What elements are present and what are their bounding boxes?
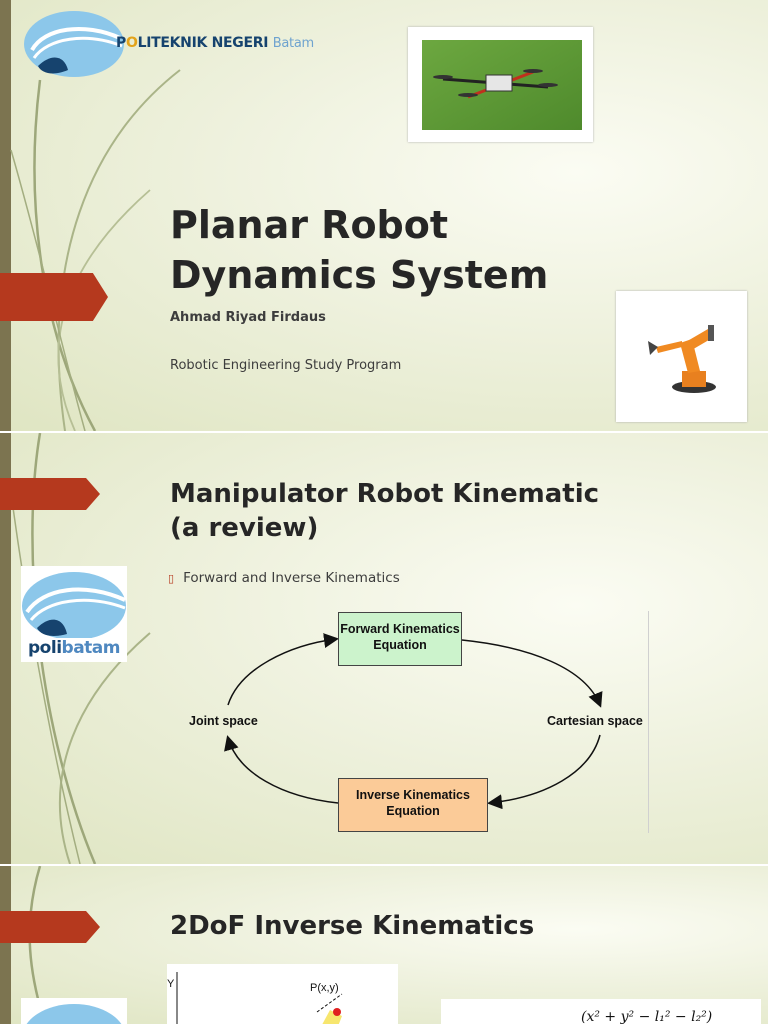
inverse-line-2: Equation <box>386 804 440 818</box>
wordmark-batam: batam <box>61 638 121 658</box>
slide-kinematic-review[interactable]: Manipulator Robot Kinematic (a review) p… <box>0 433 768 864</box>
forward-line-2: Equation <box>373 638 427 652</box>
title-line-2: (a review) <box>170 513 319 543</box>
accent-arrow <box>0 911 100 943</box>
cartesian-space-label: Cartesian space <box>547 714 643 728</box>
bullet-marker-icon: ▯ <box>168 572 175 585</box>
formula-text: (x² + y² − l₁² − l₂²) <box>581 1009 713 1024</box>
slide-left-bar <box>0 0 11 431</box>
polibatam-logo <box>21 998 127 1024</box>
inverse-kinematics-box: Inverse Kinematics Equation <box>338 778 488 832</box>
slide-left-bar <box>0 433 11 864</box>
slide-title: Manipulator Robot Kinematic (a review) <box>170 477 599 545</box>
forward-line-1: Forward Kinematics <box>340 622 460 636</box>
polibatam-wordmark: polibatam <box>21 638 127 658</box>
logo-letter-p: P <box>116 35 126 51</box>
inverse-line-1: Inverse Kinematics <box>356 788 470 802</box>
logo-letter-o: O <box>125 35 138 51</box>
bullet-text: Forward and Inverse Kinematics <box>183 570 400 586</box>
robot-arm-photo <box>616 291 747 422</box>
plot-point-label: P(x,y) <box>310 982 339 994</box>
wordmark-poli: poli <box>28 638 62 658</box>
arc-joint-to-forward <box>227 633 339 706</box>
slide-left-bar <box>0 866 11 1024</box>
study-program: Robotic Engineering Study Program <box>170 358 402 373</box>
image-border-line <box>648 611 649 833</box>
slide-title[interactable]: POLITEKNIK NEGERI Batam Planar Robot Dyn… <box>0 0 768 431</box>
title-line-1: Manipulator Robot Kinematic <box>170 479 600 509</box>
arc-forward-to-cartesian <box>461 639 603 708</box>
title-line-2: Dynamics System <box>170 253 549 297</box>
arc-inverse-to-joint <box>224 735 339 804</box>
drone-photo <box>408 27 593 142</box>
accent-arrow <box>0 273 108 321</box>
polibatam-logo-icon <box>24 11 124 77</box>
bullet-item: ▯ Forward and Inverse Kinematics <box>168 570 400 586</box>
polibatam-logo-icon <box>22 572 126 640</box>
slide-2dof-inverse[interactable]: 2DoF Inverse Kinematics Y P(x,y) (x² + y… <box>0 866 768 1024</box>
joint-space-label: Joint space <box>189 714 258 728</box>
slide-title: 2DoF Inverse Kinematics <box>170 911 535 941</box>
accent-arrow <box>0 478 100 510</box>
arm-geometry-plot: Y P(x,y) <box>167 964 398 1024</box>
ik-formula: (x² + y² − l₁² − l₂²) <box>441 999 761 1024</box>
polibatam-logo: polibatam <box>21 566 127 662</box>
kinematics-cycle-diagram <box>224 633 603 810</box>
arc-cartesian-to-inverse <box>487 734 601 810</box>
plot-y-axis-label: Y <box>167 978 175 990</box>
logo-text-batam: Batam <box>272 36 314 51</box>
author-name: Ahmad Riyad Firdaus <box>170 310 326 325</box>
logo-text-rest: LITEKNIK NEGERI <box>137 35 269 51</box>
institution-name: POLITEKNIK NEGERI Batam <box>116 35 314 51</box>
polibatam-logo-icon <box>26 1004 122 1024</box>
presentation-title: Planar Robot Dynamics System <box>170 200 548 300</box>
forward-kinematics-box: Forward Kinematics Equation <box>338 612 462 666</box>
title-line-1: Planar Robot <box>170 203 449 247</box>
